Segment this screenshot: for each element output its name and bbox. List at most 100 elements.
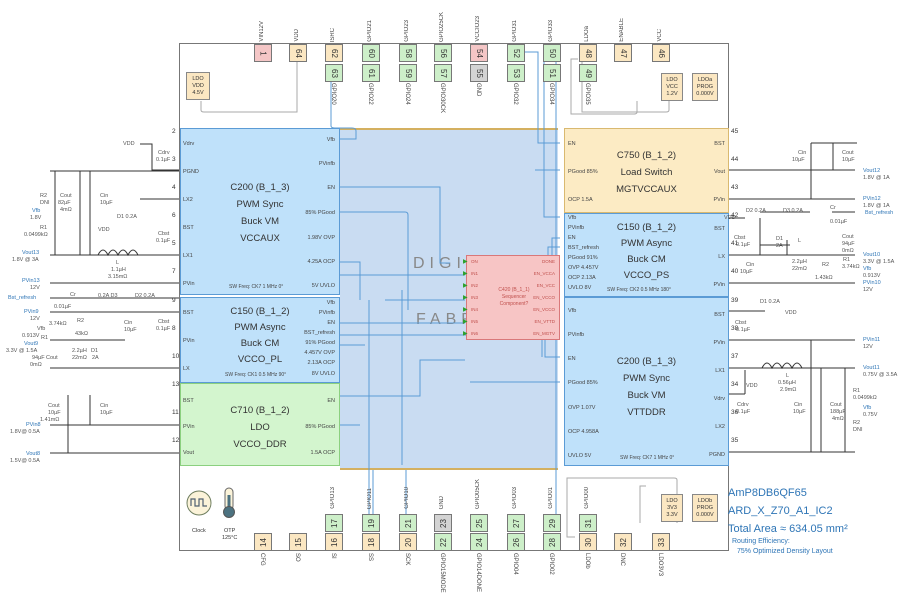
pin-label: LDO3V3 — [657, 553, 663, 577]
pin-55[interactable]: 55 — [470, 64, 488, 82]
vttddr-port-bst: BST — [714, 312, 725, 318]
ldo-vdd-l3: 4.5V — [192, 90, 204, 96]
block-vcco-ddr[interactable]: C710 (B_1_2) LDO VCCO_DDR BST PVin Vout … — [180, 383, 340, 466]
pin-16[interactable]: 16 — [325, 533, 343, 551]
vcco-ddr-title-3: VCCO_DDR — [233, 439, 287, 450]
ext-r-r1-b-v: 0.0499kΩ — [853, 395, 877, 401]
block-vcco-pl[interactable]: C150 (B_1_2) PWM Async Buck CM VCCO_PL B… — [180, 297, 340, 383]
vttddr-port-lx2: LX2 — [715, 424, 725, 430]
pin-number: 26 — [511, 537, 521, 547]
ext-r-vout10-v: 3.3V @ 1.5A — [863, 259, 895, 265]
ext-r-bst-refresh: Bst_refresh — [865, 210, 894, 216]
pin-29[interactable]: 29 — [543, 514, 561, 532]
pin-54[interactable]: 54 — [470, 44, 488, 62]
routing-efficiency-label: Routing Efficiency: — [732, 538, 790, 545]
pin-28[interactable]: 28 — [543, 533, 561, 551]
pin-26[interactable]: 26 — [507, 533, 525, 551]
vccaux-title-2: PWM Sync — [236, 199, 284, 210]
pin-62[interactable]: 62 — [325, 44, 343, 62]
pin-1[interactable]: 1 — [254, 44, 272, 62]
ext-r-cbst-v: 0.1µF — [736, 242, 751, 248]
pin-47[interactable]: 47 — [614, 44, 632, 62]
pin-14[interactable]: 14 — [254, 533, 272, 551]
ext-l-l-v2: 3.15mΩ — [108, 274, 128, 280]
seq-output-4: EN_VCCO — [533, 307, 555, 312]
vcco-pl-port-ovp: 4.457V OVP — [304, 350, 335, 356]
pin-31[interactable]: 31 — [579, 514, 597, 532]
block-vcco-ps[interactable]: C150 (B_1_2) PWM Async Buck CM VCCO_PS V… — [564, 213, 729, 297]
seq-title-1: C420 (B_1_1) — [498, 287, 530, 293]
pin-56[interactable]: 56 — [434, 44, 452, 62]
ext-r-cbst-b: Cbst — [735, 320, 747, 326]
pin-24[interactable]: 24 — [470, 533, 488, 551]
ext-r-d1: D1 — [776, 236, 784, 242]
vcco-pl-title-1: C150 (B_1_2) — [230, 306, 290, 317]
pin-18[interactable]: 18 — [362, 533, 380, 551]
pin-label: GPIO05CK — [475, 478, 481, 509]
pin-30[interactable]: 30 — [579, 533, 597, 551]
vttddr-port-pvin: PVin — [713, 340, 725, 346]
vcco-ps-title-4: VCCO_PS — [623, 270, 670, 281]
watermark-fabr: FABR — [416, 311, 478, 328]
ext-r-pvin10-v: 12V — [863, 287, 873, 293]
pin-27[interactable]: 27 — [507, 514, 525, 532]
pin-48[interactable]: 48 — [579, 44, 597, 62]
vttddr-title-3: Buck VM — [627, 390, 666, 401]
pin-63[interactable]: 63 — [325, 64, 343, 82]
pin-15[interactable]: 15 — [289, 533, 307, 551]
pin-52[interactable]: 52 — [507, 44, 525, 62]
pin-61[interactable]: 61 — [362, 64, 380, 82]
block-vttddr[interactable]: C200 (B_1_3) PWM Sync Buck VM VTTDDR Vfb… — [564, 297, 729, 466]
pin-number: 33 — [656, 537, 666, 547]
seq-input-in5: IN5 — [471, 319, 479, 324]
pin-label: VDD — [294, 29, 300, 42]
pin-17[interactable]: 17 — [325, 514, 343, 532]
ext-r-l-b-v1: 0.56µH — [778, 380, 796, 386]
pin-number: 30 — [583, 537, 593, 547]
pin-64[interactable]: 64 — [289, 44, 307, 62]
pin-57[interactable]: 57 — [434, 64, 452, 82]
ext-r-d3: D3 0.2A — [783, 208, 803, 214]
pin-label: GPIO01 — [548, 487, 554, 509]
mgtvccaux-port-en: EN — [568, 141, 576, 147]
pin-25[interactable]: 25 — [470, 514, 488, 532]
pin-23[interactable]: 23 — [434, 514, 452, 532]
pin-53[interactable]: 53 — [507, 64, 525, 82]
pin-number: 23 — [438, 518, 448, 528]
pin-59[interactable]: 59 — [399, 64, 417, 82]
vcco-ps-port-ovp: OVP 4.457V — [568, 265, 599, 271]
side-pin-number: 39 — [731, 297, 739, 304]
pin-21[interactable]: 21 — [399, 514, 417, 532]
pin-32[interactable]: 32 — [614, 533, 632, 551]
pin-number: 21 — [403, 518, 413, 528]
pin-58[interactable]: 58 — [399, 44, 417, 62]
ext-l-cdrv: Cdrv — [158, 150, 170, 156]
pin-20[interactable]: 20 — [399, 533, 417, 551]
pin-19[interactable]: 19 — [362, 514, 380, 532]
pin-label: GPIO02 — [548, 553, 554, 575]
block-mgtvccaux[interactable]: C750 (B_1_2) Load Switch MGTVCCAUX EN PG… — [564, 128, 729, 213]
vccaux-port-lx2: LX2 — [183, 197, 193, 203]
seq-input-in6: IN6 — [471, 331, 479, 336]
pin-60[interactable]: 60 — [362, 44, 380, 62]
pin-50[interactable]: 50 — [543, 44, 561, 62]
input-arrow-icon: ▶ — [463, 271, 468, 277]
ext-r-r2-v: 1.43kΩ — [815, 275, 833, 281]
pin-49[interactable]: 49 — [579, 64, 597, 82]
ext-l-d1-mid: D1 — [91, 348, 99, 354]
ext-r-l-v1: 2.2µH — [792, 259, 807, 265]
pin-33[interactable]: 33 — [652, 533, 670, 551]
vcco-pl-port-uvlo: 8V UVLO — [311, 371, 335, 377]
block-vccaux[interactable]: C200 (B_1_3) PWM Sync Buck VM VCCAUX Vdr… — [180, 128, 340, 295]
vcco-ps-port-en: EN — [568, 235, 576, 241]
pin-51[interactable]: 51 — [543, 64, 561, 82]
ldoa-l2: PROG — [696, 84, 714, 90]
vcco-ps-port-bst: BST — [714, 226, 725, 232]
pin-46[interactable]: 46 — [652, 44, 670, 62]
side-pin-number: 8 — [172, 325, 176, 332]
ldo3v3-l3: 3.3V — [666, 512, 678, 518]
wire-l-vdrv — [140, 143, 179, 171]
pin-22[interactable]: 22 — [434, 533, 452, 551]
vcco-pl-port-bst: BST — [183, 310, 194, 316]
